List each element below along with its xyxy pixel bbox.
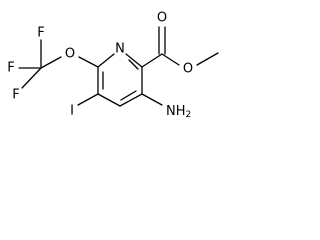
bond-ring-c3-c4 xyxy=(119,93,143,107)
bond-ring-n1-c2-inner xyxy=(128,59,139,70)
bond-carbonyl-c-o xyxy=(161,53,180,66)
atom-nitrogen-ring: N xyxy=(115,42,125,57)
bond-c3-amine xyxy=(141,93,163,106)
bond-c5-iodine xyxy=(77,93,99,106)
atom-fluorine-top: F xyxy=(37,26,44,41)
atom-iodine: I xyxy=(70,104,74,119)
atom-oxygen-ester: O xyxy=(183,62,193,77)
atom-oxygen-ether: O xyxy=(65,47,75,62)
atom-amine: NH2 xyxy=(166,104,191,121)
amine-label-subscript: 2 xyxy=(186,110,192,120)
bond-ring-c6-n1 xyxy=(97,53,115,68)
bond-ring-n1-c2 xyxy=(125,53,143,68)
atom-fluorine-bottom: F xyxy=(12,88,19,103)
bond-ring-c4-c5 xyxy=(97,93,121,107)
bonds xyxy=(18,26,219,107)
atom-oxygen-carbonyl: O xyxy=(157,11,167,26)
bond-ring-c3-c4-inner xyxy=(120,90,137,101)
bond-cf3-o xyxy=(40,56,62,69)
bond-c2-carbonyl-c xyxy=(141,53,163,68)
atom-fluorine-left: F xyxy=(7,61,14,76)
chemical-structure-diagram: F F F O N O O I NH2 xyxy=(7,11,219,121)
bond-o-ring xyxy=(78,56,99,68)
bond-cf3-f-bottom xyxy=(21,67,42,89)
atom-labels: F F F O N O O I NH2 xyxy=(7,11,193,121)
amine-label-main: NH xyxy=(166,104,186,119)
bond-o-methyl xyxy=(196,52,219,66)
